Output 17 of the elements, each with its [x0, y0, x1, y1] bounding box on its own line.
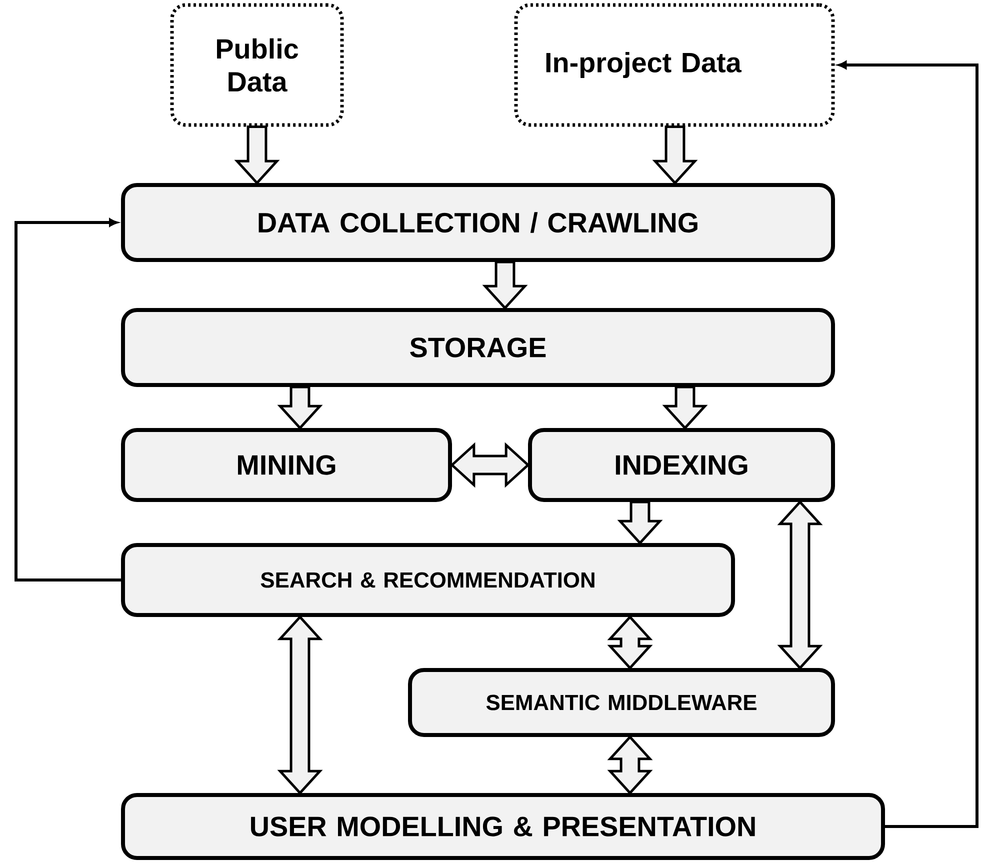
process-box: INDEXING: [528, 428, 835, 502]
block-arrow: [662, 386, 708, 430]
process-box: SEARCH & RECOMMENDATION: [121, 543, 735, 617]
process-box: STORAGE: [121, 308, 835, 387]
block-arrow: [234, 126, 280, 185]
block-arrow: [482, 260, 528, 310]
process-box: SEMANTIC MIDDLEWARE: [408, 668, 835, 737]
data-source-box: Public Data: [170, 3, 344, 127]
process-box: MINING: [121, 428, 452, 502]
feedback-arrow: [838, 61, 978, 828]
block-arrow: [277, 386, 323, 430]
feedback-arrow: [14, 218, 121, 582]
block-arrow: [652, 126, 698, 185]
data-source-box: In-project Data: [514, 3, 835, 127]
process-box: USER MODELLING & PRESENTATION: [121, 793, 885, 860]
block-arrow: [617, 500, 663, 545]
process-box: DATA COLLECTION / CRAWLING: [121, 183, 835, 262]
